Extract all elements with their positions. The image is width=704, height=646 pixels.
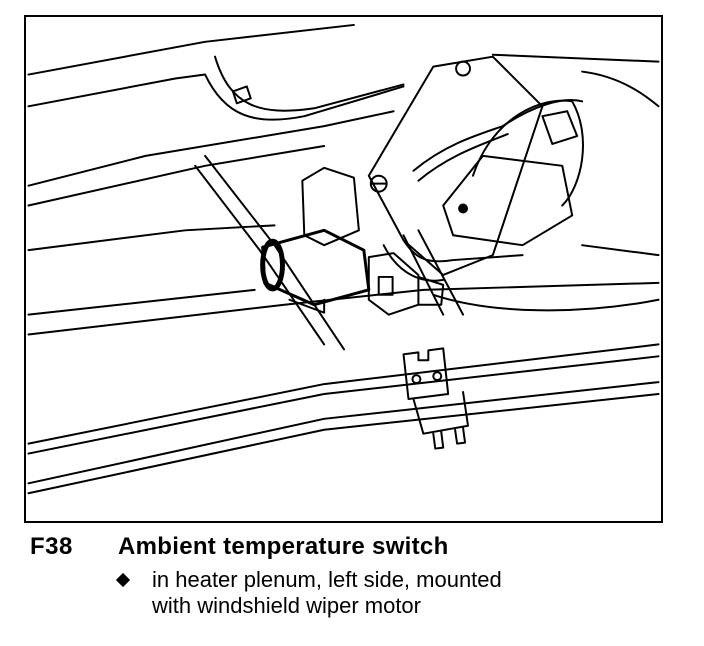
right-panel-edge: [491, 53, 660, 63]
bullet-text: in heater plenum, left side, mounted wit…: [152, 567, 692, 619]
cowl-panel-edge: [27, 144, 326, 207]
plenum-floor: [27, 281, 660, 336]
rail-clip: [454, 426, 467, 445]
cowl-panel-edge: [27, 23, 355, 76]
plate-screw: [455, 60, 471, 77]
cowl-panel-edge: [27, 110, 395, 187]
plenum-floor: [27, 288, 256, 316]
right-panel-edge: [581, 70, 660, 108]
cowl-panel-edge: [214, 55, 405, 112]
figure-code: F38: [30, 533, 73, 560]
rail-clip: [432, 430, 445, 450]
motor-connector: [541, 110, 579, 145]
lower-rail: [27, 381, 660, 485]
wiring-harness: [432, 293, 660, 312]
plenum-floor: [27, 224, 276, 252]
diagonal-brace: [194, 164, 326, 346]
wiper-motor: [471, 99, 584, 207]
wiper-motor: [442, 154, 574, 247]
wiring-harness: [382, 244, 445, 282]
cowl-clip: [231, 85, 252, 105]
wiper-motor-plate: [367, 55, 544, 276]
figure-title: Ambient temperature switch: [118, 533, 449, 560]
bullet-line-1: in heater plenum, left side, mounted: [152, 567, 502, 592]
cowl-panel-edge: [27, 73, 405, 121]
right-panel-edge: [581, 244, 660, 257]
connector-latch: [377, 275, 394, 296]
wiring-harness: [417, 133, 509, 182]
lower-rail: [27, 393, 660, 495]
illustration-frame: [24, 15, 663, 523]
switch-tab: [288, 298, 326, 314]
clip-hole: [411, 374, 422, 385]
rail-clip: [402, 347, 450, 400]
motor-terminal: [458, 203, 469, 214]
clip-hole: [432, 371, 443, 382]
lower-rail: [27, 343, 660, 445]
diamond-bullet-icon: [115, 572, 131, 588]
diagonal-brace: [204, 154, 345, 351]
switch-sensor-ring: [260, 238, 285, 292]
wiring-harness: [402, 239, 524, 263]
wiring-harness: [412, 99, 584, 172]
switch-connector: [417, 275, 445, 306]
bullet-line-2: with windshield wiper motor: [152, 593, 421, 618]
lower-rail: [27, 355, 660, 455]
ambient-temperature-switch-illustration: [27, 23, 660, 495]
rail-clip: [412, 391, 470, 435]
